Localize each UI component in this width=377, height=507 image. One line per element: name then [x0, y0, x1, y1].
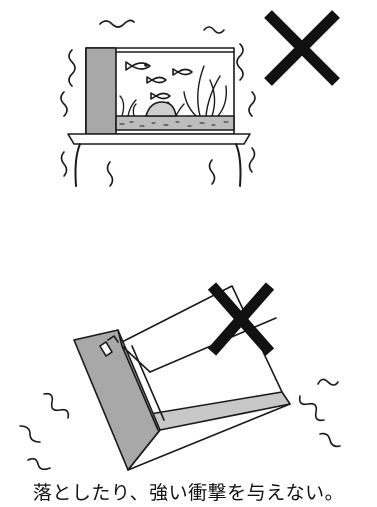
- shaking-table-scene: [61, 20, 255, 186]
- vibration-line: [62, 152, 67, 176]
- vibration-line: [237, 44, 243, 80]
- table-leg: [76, 144, 81, 186]
- prohibited-x-icon: [268, 14, 336, 82]
- vibration-line: [61, 92, 67, 116]
- warning-caption: 落としたり、強い衝撃を与えない。: [0, 478, 377, 505]
- impact-line: [300, 396, 324, 420]
- impact-line: [20, 426, 40, 442]
- vibration-line: [249, 92, 255, 116]
- vibration-line: [210, 160, 215, 184]
- prohibited-x-icon: [212, 286, 270, 352]
- impact-line: [320, 434, 340, 447]
- tank-bottom: [150, 392, 290, 430]
- impact-line: [44, 394, 68, 418]
- impact-line: [318, 379, 338, 385]
- vibration-line: [250, 148, 255, 172]
- table-leg: [236, 144, 241, 186]
- dropped-tank-scene: [20, 286, 340, 470]
- tank-side-panel: [74, 330, 160, 470]
- tank-gravel: [116, 116, 234, 130]
- vibration-line: [204, 27, 224, 33]
- vibration-line: [100, 20, 134, 27]
- vibration-line: [108, 162, 113, 186]
- impact-line: [28, 459, 50, 470]
- vibration-line: [69, 50, 75, 86]
- table-top: [68, 134, 250, 144]
